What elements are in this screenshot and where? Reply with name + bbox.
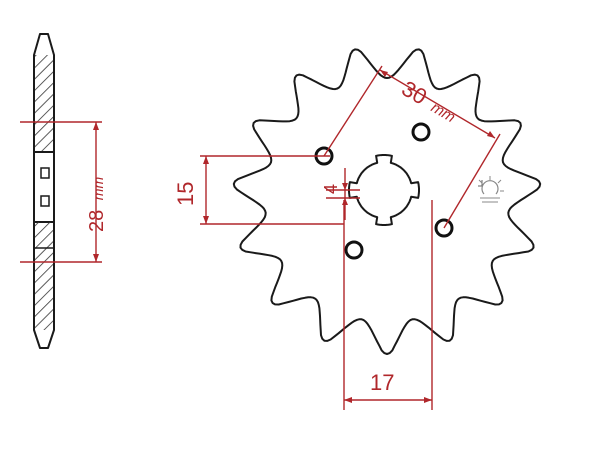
side-slot-upper: [35, 152, 53, 222]
splined-bore: [348, 154, 420, 226]
side-view: [33, 33, 55, 349]
spline-width-label: 4: [321, 184, 341, 194]
bolt-spacing-value: 30: [398, 76, 432, 110]
bolt-spacing-unit: mm: [428, 99, 458, 126]
spline-depth-label: 15: [173, 182, 198, 206]
thickness-label: 28 mm: [86, 177, 108, 232]
side-profile: [33, 33, 55, 349]
bore-offset-dimension: 17: [343, 200, 433, 410]
bolt-spacing-label: 30 mm: [398, 76, 462, 127]
spline-depth-dimension: 15: [173, 155, 344, 225]
bolt-hole-top-right: [411, 122, 431, 142]
side-hatch-bottom: [35, 222, 53, 330]
thickness-value: 28: [86, 210, 108, 232]
spline-width-dimension: 4: [321, 168, 360, 220]
bore-offset-label: 17: [370, 370, 394, 395]
thickness-unit: mm: [90, 177, 106, 201]
rotation-direction-icon: [478, 176, 504, 203]
sprocket-outline: [232, 48, 542, 355]
thickness-dimension: 28 mm: [20, 121, 108, 263]
bolt-hole-bottom-left: [344, 240, 364, 260]
side-hatch-top: [35, 55, 53, 152]
front-view: [232, 48, 542, 355]
bolt-spacing-dimension: 30 mm: [323, 65, 501, 229]
